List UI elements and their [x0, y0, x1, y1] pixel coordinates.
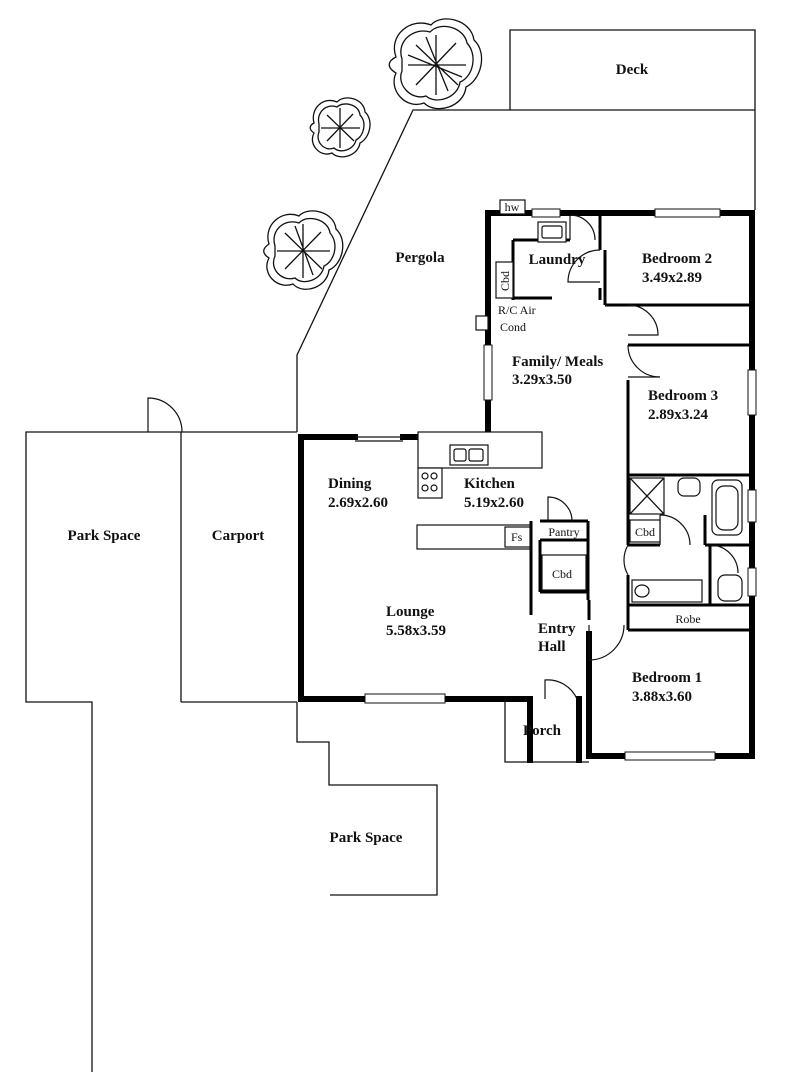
kitchen-name-label: Kitchen — [464, 476, 515, 492]
family-window — [483, 344, 493, 401]
laundry-back-door-swing — [567, 249, 601, 283]
cond-label: Cond — [500, 320, 526, 334]
bath-cupboard — [629, 519, 661, 543]
vanity — [631, 579, 703, 603]
hall-cupboard — [541, 554, 587, 591]
laundry-window — [531, 208, 561, 218]
toilet-bath — [677, 477, 701, 497]
lounge-window — [364, 693, 446, 704]
bedroom2-door-swing — [627, 304, 659, 336]
bedroom3-window — [747, 369, 757, 416]
bath-cbd-label: Cbd — [635, 525, 655, 539]
kitchen-size-label: 5.19x2.60 — [464, 495, 524, 511]
lounge-size-label: 5.58x3.59 — [386, 623, 446, 639]
tree-icon-large — [388, 18, 483, 110]
porch-label: Porch — [523, 723, 562, 739]
toilet-wc — [717, 574, 743, 602]
porch-outline — [504, 699, 589, 763]
tree-icon-medium — [263, 210, 344, 290]
rc-air-label: R/C Air — [498, 303, 536, 317]
cooktop — [417, 467, 443, 499]
entry-label-line2: Hall — [538, 639, 566, 655]
laundry-cupboard — [495, 261, 514, 299]
pantry-door-swing — [547, 496, 573, 522]
wc-door-swing — [709, 544, 739, 574]
bath-window — [747, 489, 757, 523]
hw-label: hw — [505, 200, 520, 214]
gate-swing — [147, 397, 183, 433]
family-name-label: Family/ Meals — [512, 354, 603, 370]
hot-water-unit — [499, 199, 526, 215]
robe-label: Robe — [675, 612, 700, 626]
bedroom2-window — [654, 208, 721, 218]
bedroom3-name-label: Bedroom 3 — [648, 388, 718, 404]
bedroom2-size-label: 3.49x2.89 — [642, 270, 702, 286]
air-conditioner — [475, 315, 489, 331]
laundry-door-swing — [569, 214, 596, 241]
hall-cbd-label: Cbd — [552, 567, 572, 581]
deck-outline — [509, 29, 756, 210]
park-space-bottom-outline — [296, 702, 438, 896]
laundry-cbd-label: Cbd — [498, 271, 512, 291]
lounge-name-label: Lounge — [386, 604, 435, 620]
ensuite-door-swing — [623, 544, 629, 576]
bedroom1-size-label: 3.88x3.60 — [632, 689, 692, 705]
tree-icon-small — [309, 97, 371, 158]
park-space-left-outline — [25, 431, 297, 1072]
bedroom1-window — [624, 751, 716, 761]
family-size-label: 3.29x3.50 — [512, 372, 572, 388]
bedroom1-name-label: Bedroom 1 — [632, 670, 702, 686]
fs-label: Fs — [511, 530, 523, 544]
laundry-label: Laundry — [529, 252, 586, 268]
bedroom2-name-label: Bedroom 2 — [642, 251, 712, 267]
entry-label-line1: Entry — [538, 621, 576, 637]
wc-window — [747, 567, 757, 597]
park-space-bottom-label: Park Space — [330, 830, 403, 846]
pergola-label: Pergola — [395, 250, 445, 266]
pantry-label: Pantry — [548, 525, 579, 539]
pergola-outline — [296, 109, 755, 432]
fridge-space — [504, 526, 531, 548]
dining-name-label: Dining — [328, 476, 372, 492]
carport-label: Carport — [212, 528, 265, 544]
bathroom-door-swing — [659, 514, 691, 546]
park-space-left-label: Park Space — [68, 528, 141, 544]
bedroom3-door-swing — [627, 344, 661, 378]
deck-label: Deck — [616, 62, 649, 78]
bedroom3-size-label: 2.89x3.24 — [648, 407, 709, 423]
front-door-swing — [544, 679, 578, 700]
dining-size-label: 2.69x2.60 — [328, 495, 388, 511]
bedroom1-door-swing — [588, 624, 625, 661]
